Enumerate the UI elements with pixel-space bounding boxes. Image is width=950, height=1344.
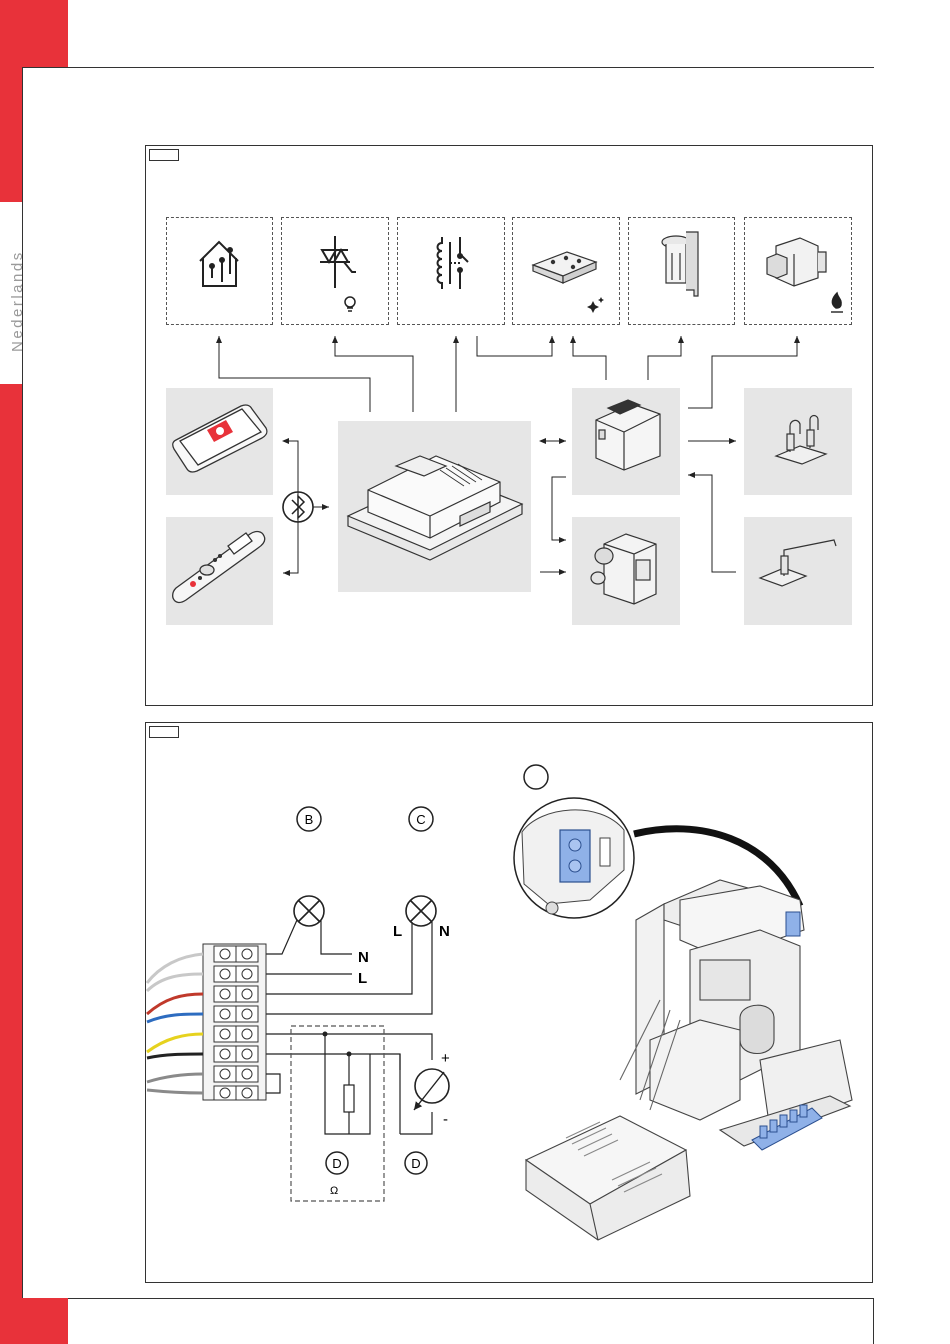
terminal-block: [203, 944, 266, 1100]
callout-d1-text: D: [332, 1156, 341, 1171]
label-l-lamp-b: L: [358, 970, 367, 987]
meter-minus-label: -: [443, 1111, 448, 1128]
callout-d2: D: [405, 1152, 427, 1174]
callout-b-text: B: [305, 812, 314, 827]
incoming-cables: [147, 954, 203, 1093]
meter-icon: [414, 1069, 449, 1110]
meter-plus-label: +: [441, 1050, 450, 1067]
bridge-wire: [266, 1074, 280, 1093]
lamp-b-icon: [294, 896, 324, 926]
callout-a: [524, 765, 548, 789]
ohm-symbol: Ω: [330, 1185, 338, 1197]
connector-detail-zoom: [514, 798, 634, 918]
resistor-icon: [344, 1085, 354, 1112]
junction-dot-2: [347, 1052, 352, 1057]
appliance-chassis-illustration: [526, 880, 852, 1240]
callout-d2-text: D: [411, 1156, 420, 1171]
callout-c: C: [409, 807, 433, 831]
junction-dot-1: [323, 1032, 328, 1037]
callout-c-text: C: [416, 812, 425, 827]
label-n-lamp-c: N: [439, 923, 450, 940]
callout-b: B: [297, 807, 321, 831]
label-l-lamp-c: L: [393, 923, 402, 940]
label-n-lamp-b: N: [358, 949, 369, 966]
callout-d1: D: [326, 1152, 348, 1174]
lamp-c-icon: [406, 896, 436, 926]
